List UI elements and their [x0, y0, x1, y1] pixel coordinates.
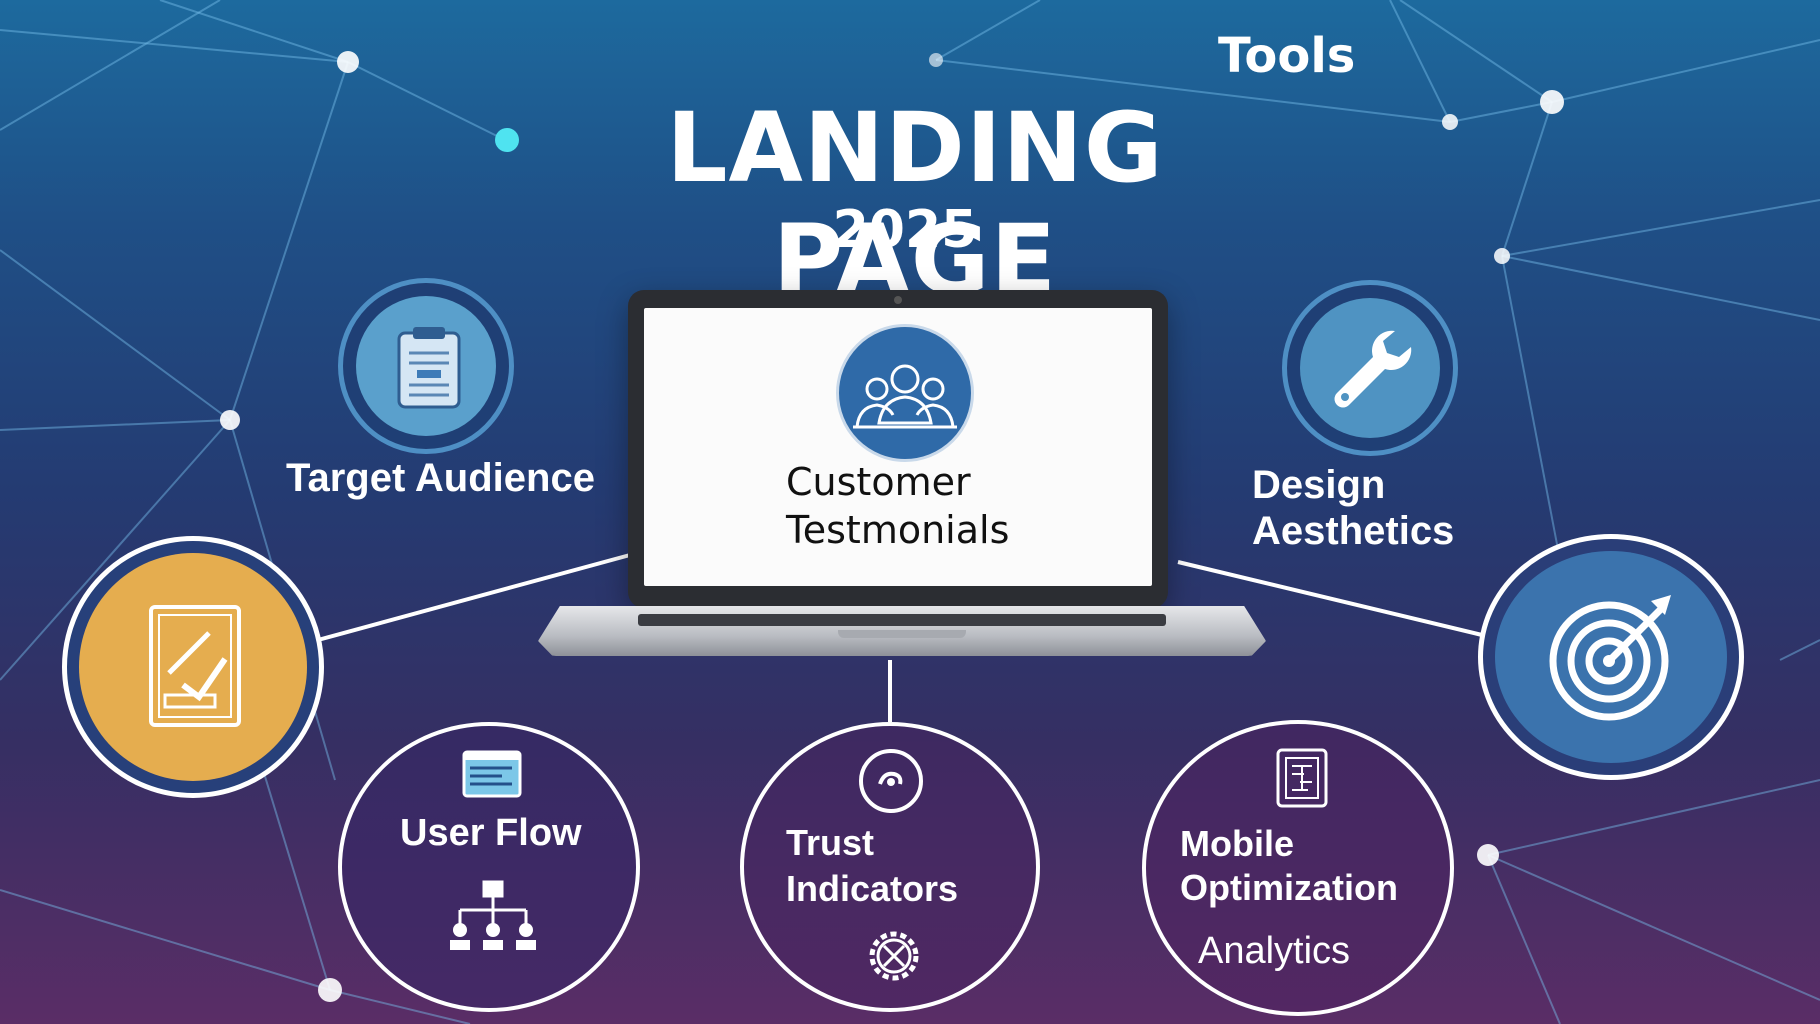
people-group-icon: [853, 364, 957, 429]
trust-indicators-label: Trust Indicators: [786, 822, 959, 909]
page-title: LANDING PAGE: [666, 92, 1164, 316]
trust-indicators-node[interactable]: Trust Indicators: [740, 722, 1040, 1012]
target-audience-node[interactable]: [338, 278, 514, 454]
edit-checklist-icon: [149, 605, 241, 727]
laptop-keyboard: [638, 614, 1166, 626]
tools-title: Tools: [1218, 28, 1356, 84]
mobile-optimization-node[interactable]: Mobile Optimization Analytics: [1142, 720, 1454, 1016]
target-audience-label: Target Audience: [286, 456, 595, 500]
analytics-label: Analytics: [1198, 930, 1351, 972]
user-flow-label: User Flow: [400, 812, 582, 854]
wrench-icon: [1334, 330, 1412, 408]
checklist-inner: [79, 553, 307, 781]
user-flow-node[interactable]: User Flow: [338, 722, 640, 1012]
gear-icon: [869, 931, 919, 981]
design-aesthetics-node[interactable]: [1282, 280, 1458, 456]
laptop-trackpad-notch: [838, 630, 966, 638]
badge-icon: [859, 749, 923, 813]
laptop-base: [538, 606, 1266, 656]
target-arrow-icon: [1549, 595, 1671, 721]
mobile-optimization-label: Mobile Optimization: [1180, 823, 1398, 908]
circuit-board-icon: [1276, 748, 1328, 808]
design-aesthetics-label: Design Aesthetics: [1252, 463, 1455, 553]
flowchart-icon: [450, 880, 536, 950]
browser-window-icon: [462, 750, 522, 798]
document-icon: [397, 327, 461, 409]
customer-testimonials-label: Customer Testmonials: [786, 460, 1010, 552]
year-subtitle: 2025: [832, 200, 978, 260]
goal-node[interactable]: [1478, 534, 1744, 780]
laptop-camera: [894, 296, 902, 304]
customer-testimonials-badge[interactable]: [836, 324, 974, 462]
checklist-node[interactable]: [62, 536, 324, 798]
